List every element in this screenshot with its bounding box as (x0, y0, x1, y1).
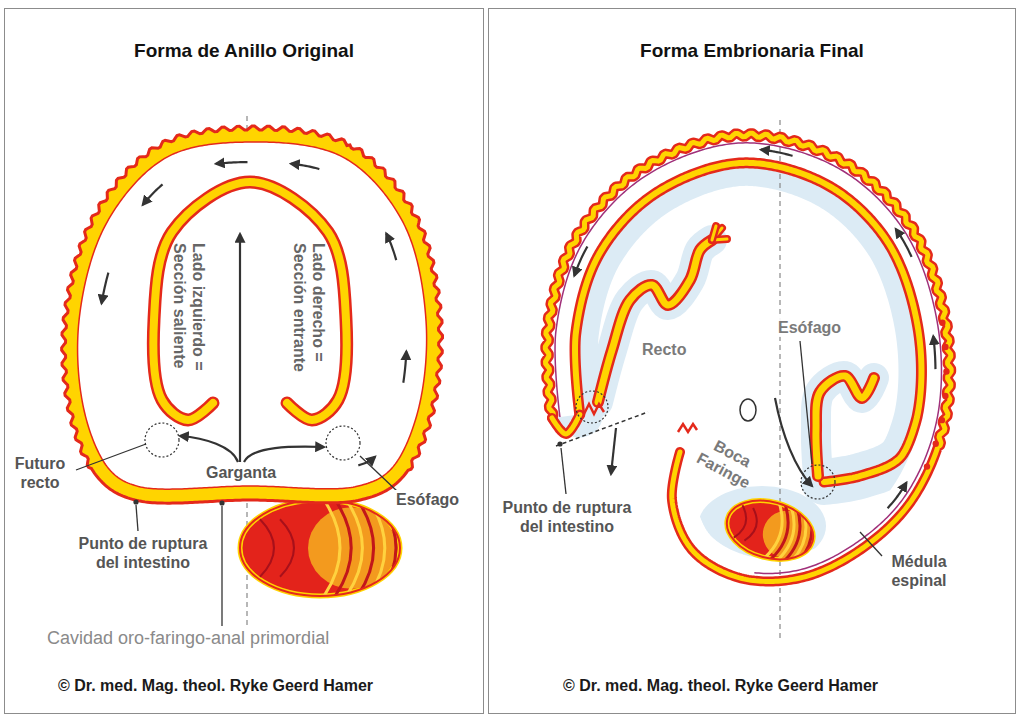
mouth-zigzag (678, 424, 697, 432)
part-label: Esófago (776, 318, 843, 337)
yolk-stripe (744, 508, 760, 542)
yolk-outline (240, 500, 400, 596)
embryo-inner-wall (575, 163, 921, 482)
flow-arrow (291, 164, 319, 169)
inner-gut-wall (153, 182, 346, 420)
flow-arrow (574, 247, 587, 276)
flow-arrow (761, 150, 793, 156)
part-label: Punto de ruptura del intestino (76, 534, 210, 572)
inner-gut-wall (153, 182, 346, 420)
gut-loop (598, 240, 712, 402)
yolk-stripe (358, 500, 374, 596)
gut-lumen (78, 142, 427, 489)
leader-dot (557, 441, 562, 446)
ring-illustration (62, 116, 443, 640)
flow-arrow (896, 229, 912, 257)
somite-dot (939, 417, 945, 423)
somite-dot (924, 463, 930, 469)
somite-dot (933, 441, 939, 447)
flow-arrow (143, 184, 163, 204)
gut-loop (816, 376, 874, 476)
yolk-body (720, 492, 819, 569)
yolk-stripe (734, 505, 750, 539)
yolk-blob (240, 500, 400, 596)
yolk-stripe (260, 519, 274, 577)
somite-dot (943, 368, 949, 374)
yolk-stripe (380, 500, 396, 596)
leader-line (860, 532, 882, 556)
part-label: Garganta (204, 463, 278, 482)
dashed-circle (576, 391, 608, 423)
yolk-stripe (335, 500, 351, 596)
leader-line (800, 341, 812, 464)
flow-arrow (888, 483, 907, 509)
part-label: Cavidad oro-faringo-anal primordial (45, 628, 331, 649)
leader-line (360, 456, 398, 492)
gut-loop (598, 240, 712, 402)
panel-title: Forma Embrionaria Final (489, 39, 1015, 62)
flow-arrow (239, 234, 241, 462)
leader-line (76, 444, 146, 470)
flow-arrow (933, 336, 935, 369)
axis-line (779, 120, 780, 640)
gut-finger (712, 226, 716, 240)
part-label: Punto de ruptura del intestino (500, 498, 634, 536)
yolk-stripe (346, 500, 362, 596)
yolk-stripe (280, 519, 294, 577)
part-label: Futuro recto (6, 454, 74, 492)
rupture-line (556, 412, 648, 446)
body-tissue (575, 163, 921, 482)
body-tissue (816, 376, 874, 476)
part-label: Recto (640, 340, 688, 359)
yolk-blob (720, 492, 819, 569)
somite-dot (939, 319, 945, 325)
dashed-circle (145, 423, 179, 457)
part-label: Esófago (394, 490, 461, 509)
yolk-outline (720, 492, 819, 569)
flow-arrow (611, 428, 616, 474)
mouth-opening (740, 399, 756, 421)
somite-dot (942, 393, 948, 399)
anal-zigzag (584, 404, 604, 414)
leader-line (221, 506, 222, 626)
part-label: Médula espinal (878, 552, 960, 590)
gut-ring-wall (62, 126, 443, 503)
flow-arrow (403, 351, 406, 382)
gut-finger (712, 226, 716, 240)
flow-arrow (358, 457, 375, 466)
body-tissue (598, 240, 712, 402)
leader-dot (133, 499, 138, 504)
yolk-body (240, 500, 400, 596)
leader-dot (219, 500, 224, 505)
part-label: Lado izquierdo = Sección saliente (170, 243, 208, 393)
embryo-illustration (545, 120, 951, 640)
flow-arrow (102, 273, 109, 304)
part-label: © Dr. med. Mag. theol. Ryke Geerd Hamer (58, 676, 373, 695)
leader-line (136, 505, 138, 531)
flow-arrow (386, 233, 396, 260)
panel-box: Forma Embrionaria Final (488, 8, 1016, 714)
leader-line (561, 448, 566, 494)
dashed-circle (801, 465, 835, 499)
tail-end (552, 415, 580, 434)
flow-arrow (216, 162, 248, 164)
part-label: © Dr. med. Mag. theol. Ryke Geerd Hamer (563, 676, 878, 695)
panel-title: Forma de Anillo Original (5, 39, 483, 62)
panel-box: Forma de Anillo Original (4, 8, 484, 714)
flow-arrow (244, 447, 324, 462)
part-label: Boca Faringe (687, 428, 768, 495)
somite-dot (942, 344, 948, 350)
part-label: Lado derecho = Sección entrante (290, 243, 328, 393)
dashed-circle (326, 426, 360, 460)
gut-loop (816, 376, 874, 476)
yolk-stripe (324, 500, 340, 596)
flow-arrow (180, 436, 238, 462)
embryo-inner-wall (575, 163, 921, 482)
tail-end (552, 415, 580, 434)
